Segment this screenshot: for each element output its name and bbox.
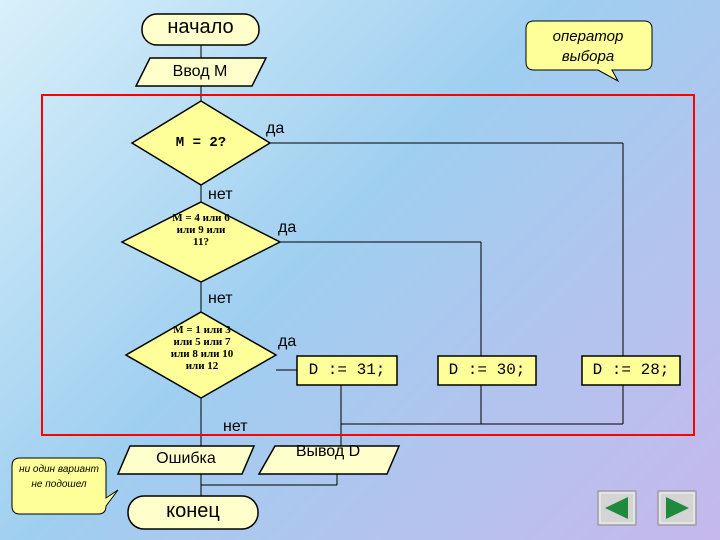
input-label: Ввод M xyxy=(172,63,228,80)
output-label: Вывод D xyxy=(295,443,361,460)
no-label-3: нет xyxy=(223,418,248,435)
highlight-frame xyxy=(41,94,695,436)
yes-label-2: да xyxy=(278,219,297,236)
no-label-1: нет xyxy=(208,186,233,203)
callout-no-match-text: ни один вариант не подошел xyxy=(19,464,99,490)
start-label: начало xyxy=(167,16,234,38)
prev-slide-button[interactable] xyxy=(597,490,637,526)
no-label-2: нет xyxy=(208,290,233,307)
yes-label-1: да xyxy=(266,120,285,137)
assign-30-box xyxy=(437,355,537,386)
decision-m-30-days xyxy=(120,201,282,283)
yes-label-3: да xyxy=(278,333,297,350)
callout-no-match-shape xyxy=(11,457,119,515)
end-terminal xyxy=(127,495,259,530)
decision2-label: M = 4 или 6 или 9 или 11? xyxy=(172,212,230,248)
start-terminal xyxy=(141,13,260,46)
decision1-label: M = 2? xyxy=(175,135,227,151)
decision3-label: M = 1 или 3 или 5 или 7 или 8 или 10 или… xyxy=(170,324,234,372)
assign-31-box xyxy=(296,355,398,386)
assign-28-label: D := 28; xyxy=(592,361,670,379)
callout-operator-text: оператор выбора xyxy=(552,28,624,65)
decision-m-31-days xyxy=(124,311,278,399)
input-parallelogram xyxy=(134,57,268,87)
error-label: Ошибка xyxy=(156,450,216,467)
arrow-right-icon xyxy=(666,497,689,519)
connector-lines xyxy=(200,45,624,496)
next-slide-button[interactable] xyxy=(657,490,697,526)
assign-28-box xyxy=(581,355,681,386)
output-parallelogram xyxy=(257,445,401,475)
assign-30-label: D := 30; xyxy=(448,361,526,379)
callout-operator-shape xyxy=(525,20,653,83)
end-label: конец xyxy=(166,500,220,522)
assign-31-label: D := 31; xyxy=(308,361,386,379)
arrow-left-icon xyxy=(605,497,628,519)
error-parallelogram xyxy=(116,445,256,475)
decision-m-2 xyxy=(130,100,272,186)
